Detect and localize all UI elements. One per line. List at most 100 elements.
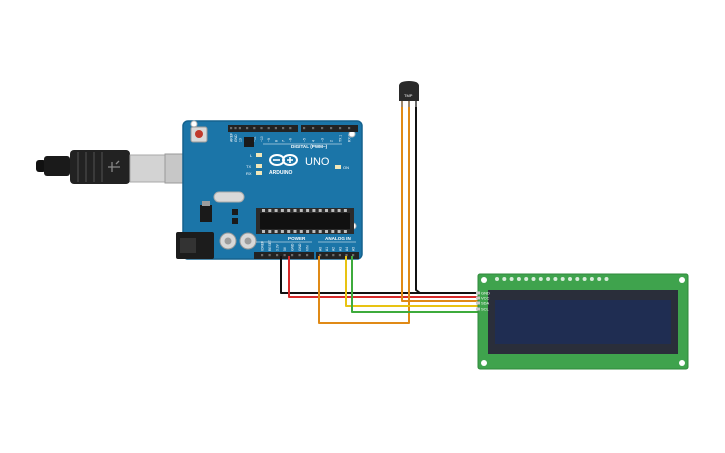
digital-pin-hole[interactable] <box>234 127 237 130</box>
lcd-pin[interactable] <box>476 307 480 311</box>
digital-pin-label: 4 <box>312 140 316 142</box>
analog-pin-label: A3 <box>338 247 342 251</box>
chip-pin <box>262 230 265 233</box>
smd-chip-3 <box>232 218 238 224</box>
lcd-top-pins <box>495 277 609 281</box>
led-tx <box>256 164 262 168</box>
analog-pin-hole[interactable] <box>319 254 322 257</box>
digital-pin-hole[interactable] <box>348 127 351 130</box>
power-pin-hole[interactable] <box>298 254 301 257</box>
crystal <box>213 191 245 203</box>
digital-pin-hole[interactable] <box>274 127 277 130</box>
analog-pin-label: A2 <box>332 247 336 251</box>
lcd-top-pad <box>560 277 565 281</box>
led-on <box>335 165 341 169</box>
digital-pin-hole[interactable] <box>312 127 315 130</box>
temperature-sensor-icon[interactable]: TMP <box>399 81 419 107</box>
power-pin-hole[interactable] <box>306 254 309 257</box>
lcd-screen <box>495 300 671 344</box>
lcd-top-pad <box>495 277 499 281</box>
chip-pin <box>299 230 303 233</box>
lcd-pin-label: VCC <box>481 296 490 301</box>
digital-pin-label: ~9 <box>267 138 271 142</box>
lcd-top-pad <box>531 277 536 281</box>
chip-pin <box>280 230 284 233</box>
chip-pin <box>312 230 316 233</box>
digital-pin-label: ~10 <box>260 136 264 142</box>
digital-pin-label: GND <box>234 134 238 142</box>
wire-sensor-vcc[interactable] <box>401 100 478 302</box>
lcd-top-pad <box>509 277 514 281</box>
wire-5v[interactable] <box>288 256 478 298</box>
digital-pin-hole[interactable] <box>339 127 342 130</box>
power-pin-label: 5V <box>283 246 287 251</box>
digital-pin-hole[interactable] <box>289 127 292 130</box>
chip-pin <box>287 209 291 212</box>
power-pin-hole[interactable] <box>291 254 294 257</box>
analog-pin-hole[interactable] <box>332 254 335 257</box>
usb-symbol <box>108 160 120 172</box>
led-l-label: L <box>250 153 253 158</box>
usb-cable-icon[interactable] <box>36 150 202 184</box>
digital-pin-hole[interactable] <box>253 127 256 130</box>
digital-pin-hole[interactable] <box>321 127 324 130</box>
board-brand: ARDUINO <box>269 170 292 176</box>
analog-header <box>316 252 359 259</box>
chip-pin <box>287 230 291 233</box>
lcd-pin-label: SCL <box>481 307 490 312</box>
digital-pin-hole[interactable] <box>330 127 333 130</box>
digital-pin-hole[interactable] <box>303 127 306 130</box>
digital-pin-hole[interactable] <box>230 127 233 130</box>
arduino-logo-icon <box>269 154 298 166</box>
lcd-mount-hole <box>679 360 685 366</box>
analog-pin-hole[interactable] <box>345 254 348 257</box>
led-rx-label: RX <box>246 171 252 176</box>
digital-pin-hole[interactable] <box>260 127 263 130</box>
lcd-mount-hole <box>481 360 487 366</box>
lcd-pin[interactable] <box>476 301 480 305</box>
wire-scl[interactable] <box>351 256 478 313</box>
wire-sensor-gnd[interactable] <box>415 100 421 294</box>
power-pin-hole[interactable] <box>268 254 271 257</box>
chip-pin <box>318 230 322 233</box>
usb-plug-tip <box>36 160 46 172</box>
chip-pin <box>343 230 347 233</box>
digital-pin-label: RX 0 <box>348 134 352 142</box>
chip-pin <box>262 209 265 212</box>
power-pin-label: 3.3V <box>276 243 280 251</box>
reset-button-cap[interactable] <box>195 130 203 138</box>
digital-pin-label: AREF <box>230 133 234 142</box>
capacitor-top <box>244 237 252 245</box>
analog-label: ANALOG IN <box>325 236 351 241</box>
lcd-pin[interactable] <box>476 291 480 295</box>
power-pin-label: GND <box>291 243 295 251</box>
lcd-top-pad <box>589 277 594 281</box>
analog-pin-hole[interactable] <box>338 254 341 257</box>
wire-a0-sensor[interactable] <box>318 100 410 324</box>
wire-gnd[interactable] <box>280 256 478 294</box>
led-rx <box>256 171 262 175</box>
lcd-top-pad <box>538 277 543 281</box>
digital-pin-hole[interactable] <box>238 127 241 130</box>
digital-pin-hole[interactable] <box>282 127 285 130</box>
power-pin-hole[interactable] <box>261 254 264 257</box>
digital-pin-label: ~3 <box>321 138 325 142</box>
analog-pin-hole[interactable] <box>325 254 328 257</box>
digital-pin-hole[interactable] <box>246 127 249 130</box>
power-pin-hole[interactable] <box>283 254 286 257</box>
lcd-top-pad <box>568 277 572 281</box>
lcd-pin[interactable] <box>476 296 480 300</box>
digital-label: DIGITAL (PWM~) <box>291 144 328 149</box>
wire-sda[interactable] <box>345 256 478 307</box>
power-pin-label: VIN <box>306 245 310 251</box>
power-pin-hole[interactable] <box>276 254 279 257</box>
analog-pin-hole[interactable] <box>352 254 355 257</box>
smd-chip-2 <box>232 209 238 215</box>
chip-pin <box>299 209 303 212</box>
capacitor-top <box>224 237 232 245</box>
digital-pin-hole[interactable] <box>267 127 270 130</box>
